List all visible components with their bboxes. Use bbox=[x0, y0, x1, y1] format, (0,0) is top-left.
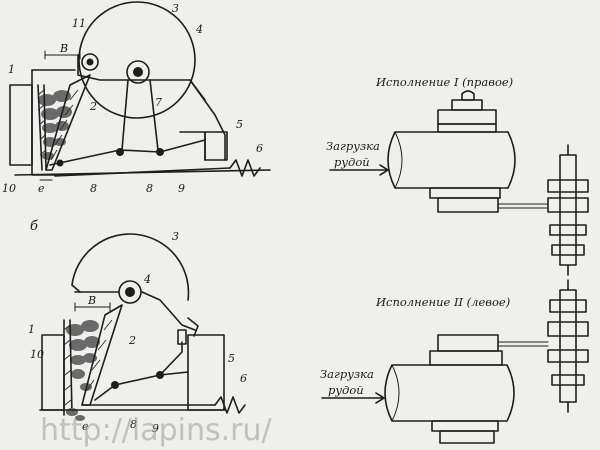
eccentric-shaft-top bbox=[126, 60, 150, 84]
label-7-top: 7 bbox=[155, 96, 162, 109]
toggle-plates-top bbox=[49, 139, 206, 166]
label-1-bottom: 1 bbox=[28, 323, 35, 336]
label-10-bottom: 10 bbox=[30, 348, 44, 361]
label-1-top: 1 bbox=[8, 63, 15, 76]
label-2-bottom: 2 bbox=[128, 334, 136, 347]
figure-a: B 11 3 4 1 2 7 5 6 8 8 9 10 е б bbox=[2, 1, 271, 234]
wedge-block-top bbox=[204, 131, 228, 161]
dim-e-top: е bbox=[38, 182, 45, 195]
load2-line2: рудой bbox=[328, 383, 364, 397]
pitman-top bbox=[121, 79, 159, 151]
ore-load-bottom bbox=[66, 320, 100, 391]
housing-5-bottom bbox=[187, 334, 225, 411]
frame-bottom bbox=[74, 291, 196, 331]
label-5-top: 5 bbox=[236, 118, 243, 131]
label-8b-top: 8 bbox=[146, 182, 153, 195]
flywheel-bottom bbox=[71, 233, 190, 301]
label-2-top: 2 bbox=[89, 100, 97, 113]
ore-load-top bbox=[38, 90, 72, 160]
label-4-top: 4 bbox=[195, 23, 203, 36]
figure-label-b: б bbox=[30, 219, 38, 234]
frame-top bbox=[77, 54, 226, 161]
feed-arrow-1 bbox=[329, 164, 389, 176]
variant-2: Исполнение II (левое) Загрузка рудой bbox=[320, 279, 589, 444]
label-5-bottom: 5 bbox=[228, 352, 235, 365]
spring-bottom bbox=[214, 396, 246, 414]
variant1-title: Исполнение I (правое) bbox=[375, 75, 513, 89]
label-3-bottom: 3 bbox=[172, 230, 179, 243]
figure-b: 3 4 B 1 2 10 5 6 8 9 е bbox=[28, 230, 247, 435]
label-3-top: 3 bbox=[172, 2, 179, 15]
moving-jaw-top bbox=[45, 74, 91, 171]
housing-10-bottom bbox=[41, 334, 65, 411]
label-8-bottom: 8 bbox=[130, 418, 137, 431]
upper-shaft-top bbox=[81, 53, 99, 71]
load2-line1: Загрузка bbox=[320, 367, 374, 381]
spring-top bbox=[229, 159, 261, 177]
label-6-top: 6 bbox=[256, 142, 263, 155]
gearbox-1 bbox=[559, 154, 577, 266]
watermark: http://lapins.ru/ bbox=[40, 413, 273, 448]
label-9-top: 9 bbox=[178, 182, 185, 195]
dim-e-bottom: е bbox=[82, 420, 89, 433]
housing-10-top bbox=[9, 84, 33, 166]
flywheel-top bbox=[78, 1, 196, 119]
dim-b-top: B bbox=[59, 42, 68, 55]
toggle-plates-bottom bbox=[94, 371, 189, 401]
label-6-bottom: 6 bbox=[240, 372, 247, 385]
eccentric-shaft-bottom bbox=[118, 280, 142, 304]
feed-arrow-2 bbox=[321, 392, 385, 404]
label-4-bottom: 4 bbox=[143, 273, 151, 286]
variant-1: Исполнение I (правое) Загрузка рудой bbox=[326, 75, 589, 276]
load1-line2: рудой bbox=[334, 155, 370, 169]
variant2-title: Исполнение II (левое) bbox=[375, 295, 510, 309]
dim-b-bottom: B bbox=[87, 294, 96, 307]
label-9-bottom: 9 bbox=[152, 422, 159, 435]
label-11-top: 11 bbox=[72, 17, 86, 30]
label-8a-top: 8 bbox=[90, 182, 97, 195]
load1-line1: Загрузка bbox=[326, 139, 380, 153]
drum-2 bbox=[384, 364, 515, 422]
label-10-top: 10 bbox=[2, 182, 16, 195]
drum-1 bbox=[387, 131, 516, 189]
